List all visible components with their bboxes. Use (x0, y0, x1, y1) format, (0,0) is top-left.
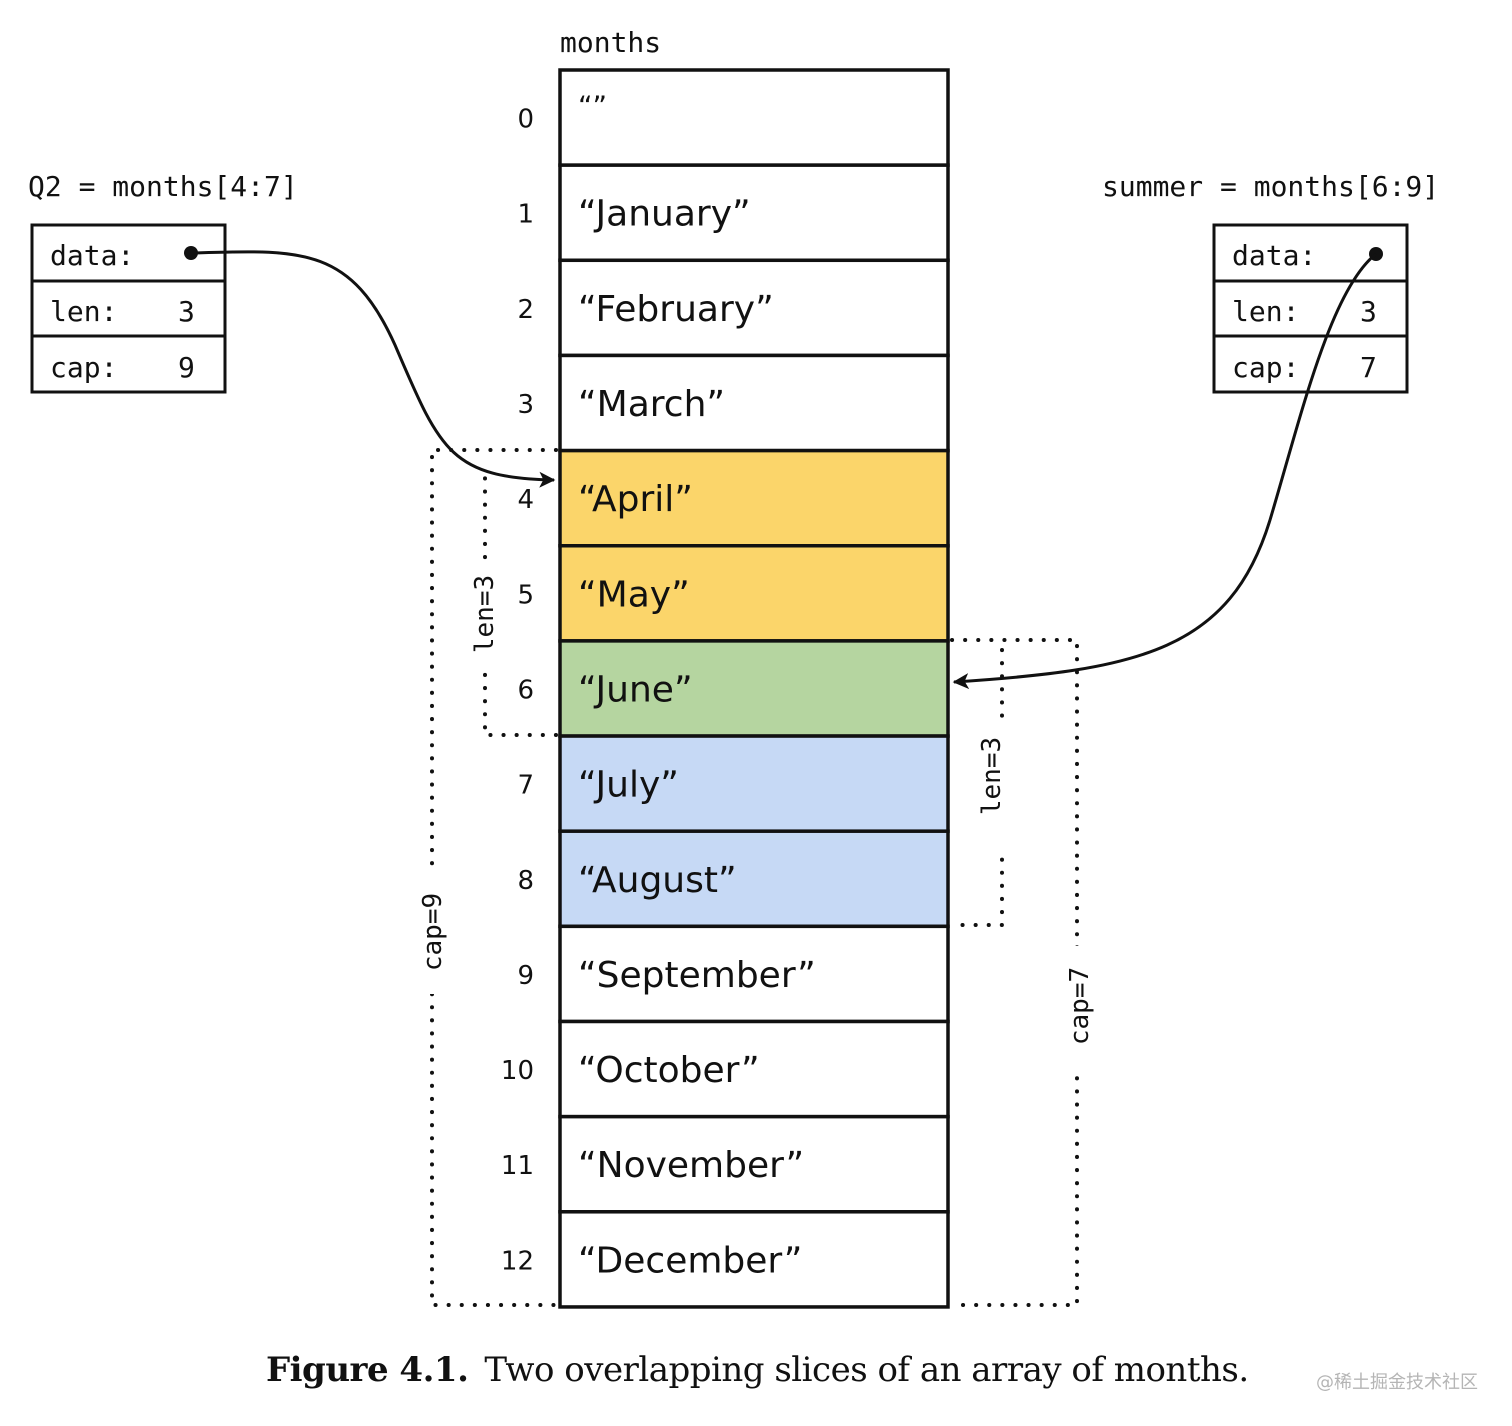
summer-cap-label: cap: (1232, 351, 1299, 384)
array-cell-value: “December” (578, 1240, 802, 1281)
q2-data-label: data: (50, 239, 134, 272)
array-index-label: 11 (501, 1151, 534, 1181)
array-cells: 0 “” 1 “January” 2 “February” 3 “March” 4 “April”… (501, 68, 950, 1309)
summer-len-label: len: (1232, 295, 1299, 328)
summer-cap-bracket-label: cap=7 (1065, 967, 1095, 1045)
q2-data-pointer-arrow (190, 250, 556, 488)
array-cell (558, 448, 950, 548)
array-index-label: 3 (517, 390, 534, 420)
array-cell (558, 639, 950, 738)
array-index-label: 12 (501, 1246, 534, 1276)
q2-len-bracket (483, 468, 558, 737)
array-cell (558, 68, 950, 167)
array-cell (558, 1019, 950, 1119)
array-cell-value: “July” (578, 765, 679, 806)
array-index-label: 7 (517, 771, 534, 801)
caption-text: Two overlapping slices of an array of mo… (484, 1350, 1249, 1390)
q2-len-label: len: (50, 295, 117, 328)
q2-cap-bracket-label: cap=9 (418, 893, 448, 971)
watermark-text: @稀土掘金技术社区 (1316, 1372, 1478, 1393)
array-index-label: 2 (517, 295, 534, 325)
array-cell-value: “January” (578, 194, 751, 235)
array-cell-value: “April” (578, 479, 693, 520)
array-index-label: 9 (517, 961, 534, 991)
q2-title: Q2 = months[4:7] (28, 170, 298, 203)
summer-data-label: data: (1232, 239, 1316, 272)
array-index-label: 5 (517, 580, 534, 610)
array-cell-value: “May” (578, 574, 690, 615)
array-index-label: 6 (517, 675, 534, 705)
q2-slice-header: Q2 = months[4:7] data: len: 3 cap: 9 (28, 170, 298, 394)
array-index-label: 8 (517, 866, 534, 896)
array-cell-value: “June” (578, 669, 693, 710)
array-cell (558, 829, 950, 929)
summer-slice-header: summer = months[6:9] data: len: 3 cap: 7 (1102, 170, 1439, 394)
array-cell-value: “October” (578, 1050, 760, 1091)
q2-cap-label: cap: (50, 351, 117, 384)
array-cell (558, 1114, 950, 1214)
array-index-label: 1 (517, 200, 534, 230)
figure-number: Figure 4.1. (266, 1350, 469, 1390)
array-name: months (560, 26, 661, 59)
q2-len-bracket-label: len=3 (470, 575, 500, 653)
figure-caption: Figure 4.1. Two overlapping slices of an … (266, 1350, 1249, 1390)
array-cell-value: “” (578, 90, 607, 123)
array-cell-value: “August” (578, 860, 737, 901)
summer-title: summer = months[6:9] (1102, 170, 1439, 203)
summer-data-pointer-arrow (952, 252, 1377, 690)
q2-len-value: 3 (178, 295, 195, 328)
array-cell-value: “February” (578, 289, 774, 330)
array-index-label: 0 (517, 105, 534, 135)
array-cell (558, 1210, 950, 1309)
array-cell (558, 163, 950, 263)
summer-len-value: 3 (1360, 295, 1377, 328)
summer-len-bracket-label: len=3 (977, 737, 1007, 815)
array-cell-value: “November” (578, 1145, 804, 1186)
array-cell-value: “March” (578, 384, 725, 425)
array-cell (558, 258, 950, 358)
q2-cap-value: 9 (178, 351, 195, 384)
array-index-label: 10 (501, 1056, 534, 1086)
summer-cap-value: 7 (1360, 351, 1377, 384)
array-index-label: 4 (517, 485, 534, 515)
array-cell-value: “September” (578, 955, 816, 996)
